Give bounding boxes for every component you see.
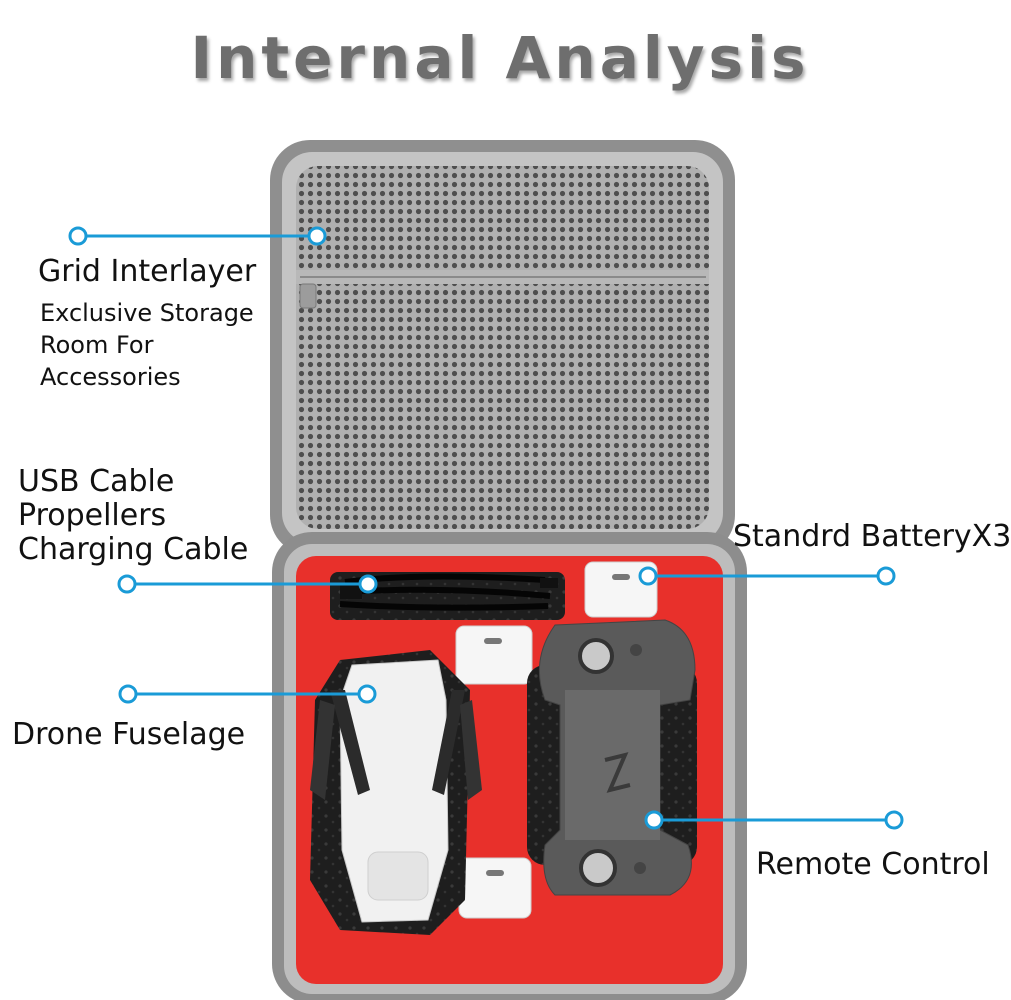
- case-base: [272, 532, 747, 1000]
- label-propellers: Propellers: [18, 498, 167, 533]
- label-grid-description: Exclusive Storage Room For Accessories: [40, 297, 254, 393]
- grid-desc-line-2: Room For: [40, 331, 154, 359]
- case-lid: [270, 140, 735, 555]
- label-remote-control: Remote Control: [756, 847, 990, 882]
- label-battery: Standrd BatteryX3: [733, 519, 1011, 554]
- label-charging-cable: Charging Cable: [18, 532, 249, 567]
- label-drone-fuselage: Drone Fuselage: [12, 717, 246, 752]
- label-grid-interlayer: Grid Interlayer: [38, 254, 257, 289]
- grid-desc-line-1: Exclusive Storage: [40, 299, 254, 327]
- page-title: Internal Analysis: [190, 24, 810, 92]
- grid-desc-line-3: Accessories: [40, 363, 181, 391]
- label-usb-cable: USB Cable: [18, 464, 175, 499]
- label-usb-group: USB Cable Propellers Charging Cable: [18, 465, 248, 567]
